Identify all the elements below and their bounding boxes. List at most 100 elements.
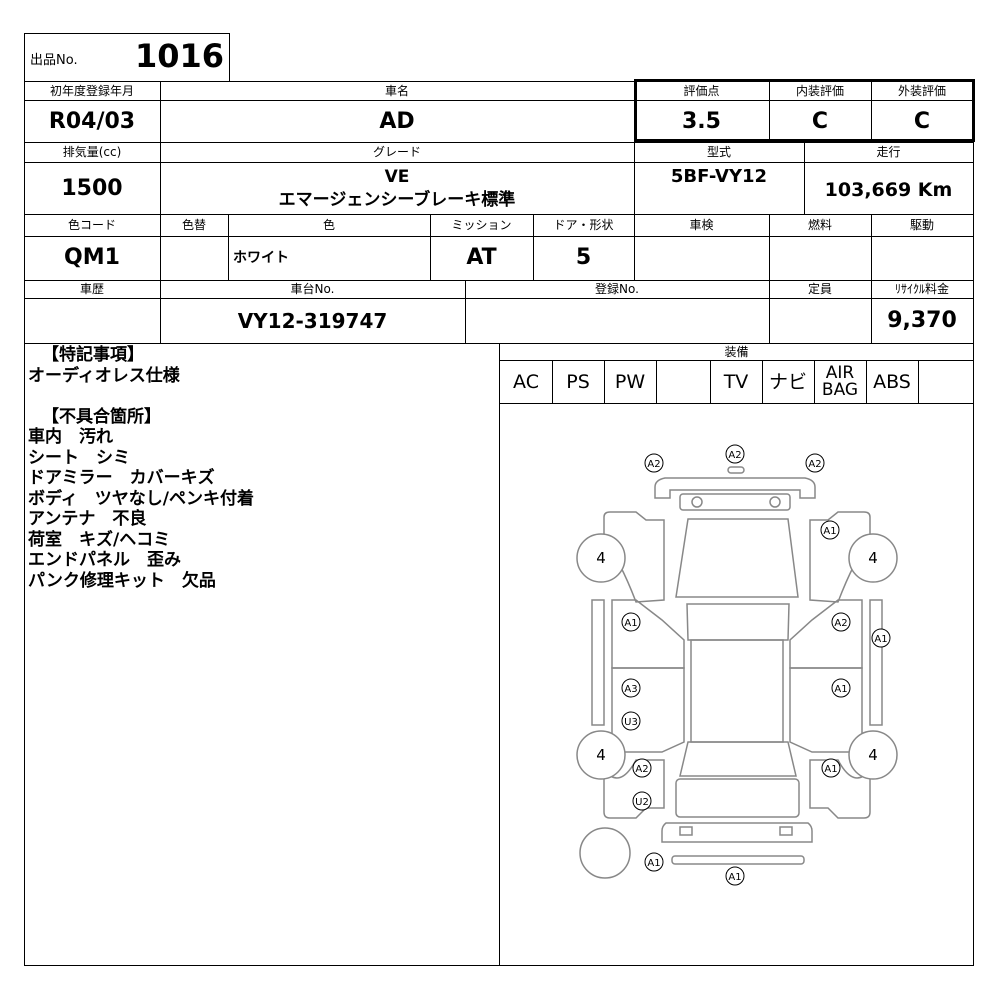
frame-line (430, 214, 431, 280)
defect-note-item: 車内 汚れ (28, 427, 113, 447)
inspection-label: 車検 (689, 218, 714, 232)
damage-mark: A1 (728, 872, 741, 883)
tire-tread-text: 4 (596, 549, 606, 567)
frame-line (552, 360, 553, 403)
damage-mark: A2 (834, 618, 847, 629)
door-label: ドア・形状 (553, 218, 614, 232)
frame-line (656, 360, 657, 403)
color-code-value: QM1 (64, 245, 120, 270)
mission-label: ミッション (451, 218, 512, 232)
lot-label: 出品No. (30, 53, 78, 68)
defect-note-item: ボディ ツヤなし/ペンキ付着 (28, 488, 255, 509)
equipment-label: 装備 (724, 345, 749, 359)
frame-line (24, 33, 229, 34)
color-code-label: 色コード (67, 218, 116, 232)
frame-line (24, 236, 974, 237)
capacity-label: 定員 (807, 282, 832, 296)
defect-note-item: 荷室 キズ/ヘコミ (28, 529, 171, 550)
frame-line (24, 162, 974, 163)
history-label: 車歴 (79, 282, 104, 296)
defect-note-item: エンドパネル 歪み (28, 550, 181, 570)
frame-line (866, 360, 867, 403)
damage-mark: A1 (824, 764, 837, 775)
special-notes-header: 【特記事項】 (42, 345, 144, 365)
frame-line (804, 142, 805, 214)
exterior-score-label: 外装評価 (897, 84, 946, 98)
tire-rear-right (848, 730, 898, 780)
frame-line (24, 298, 974, 299)
score-label: 評価点 (683, 84, 720, 98)
grade-line1: VE (384, 167, 410, 187)
defect-note-item: ドアミラー カバーキズ (28, 468, 215, 488)
frame-line (24, 100, 974, 101)
reg-year-value: R04/03 (48, 109, 136, 134)
car-name-value: AD (379, 109, 415, 134)
damage-mark: A1 (647, 858, 660, 869)
grade-line2: エマージェンシーブレーキ標準 (278, 190, 516, 210)
frame-line (500, 403, 974, 404)
color-change-label: 色替 (181, 218, 206, 232)
frame-line (160, 280, 161, 343)
frame-line (918, 360, 919, 403)
damage-mark: A2 (647, 459, 660, 470)
frame-line (24, 142, 974, 143)
equipment-item: PS (566, 371, 590, 393)
frame-line (499, 343, 500, 965)
grade-label: グレード (372, 145, 421, 159)
frame-line (160, 142, 161, 214)
frame-line (762, 360, 763, 403)
defect-notes-header: 【不具合箇所】 (42, 407, 161, 427)
frame-line (24, 81, 974, 82)
interior-score-value: C (811, 109, 829, 134)
frame-line (160, 214, 161, 280)
frame-line (604, 360, 605, 403)
score-box-border (634, 79, 975, 142)
chassis-label: 車台No. (290, 282, 335, 296)
damage-mark: A2 (728, 450, 741, 461)
frame-line (24, 33, 25, 965)
recycle-fee-value: 9,370 (887, 308, 957, 333)
damage-mark: U2 (635, 797, 649, 808)
door-value: 5 (575, 245, 592, 270)
defect-note-item: パンク修理キット 欠品 (28, 570, 216, 591)
damage-mark: A3 (624, 684, 637, 695)
frame-line (814, 360, 815, 403)
equipment-item: ナビ (768, 371, 807, 393)
tire-front-right (848, 533, 898, 583)
tire-rear-left (576, 730, 626, 780)
equipment-item: AIR BAG (821, 363, 859, 400)
tire-tread-text: 4 (868, 746, 878, 764)
damage-mark: A1 (624, 618, 637, 629)
tire-tread-text: 4 (868, 549, 878, 567)
damage-mark: U3 (624, 717, 638, 728)
frame-line (871, 280, 872, 343)
tire-front-left (576, 533, 626, 583)
tire-tread-text: 4 (596, 746, 606, 764)
model-value: 5BF-VY12 (670, 166, 768, 187)
color-label: 色 (322, 218, 335, 232)
registration-label: 登録No. (595, 282, 639, 296)
frame-line (160, 81, 161, 142)
displacement-label: 排気量(cc) (62, 145, 122, 159)
mission-value: AT (466, 245, 497, 270)
frame-line (634, 142, 635, 214)
frame-line (769, 214, 770, 280)
frame-line (710, 360, 711, 403)
defect-note-item: アンテナ 不良 (28, 509, 147, 529)
frame-line (973, 81, 974, 965)
frame-line (533, 214, 534, 280)
mileage-value: 103,669 Km (824, 179, 953, 201)
displacement-value: 1500 (61, 176, 123, 201)
chassis-value: VY12-319747 (237, 309, 388, 333)
lot-number: 1016 (134, 37, 224, 75)
frame-line (769, 280, 770, 343)
damage-mark: A1 (874, 634, 887, 645)
equipment-item: AC (513, 371, 539, 393)
damage-mark: A1 (823, 526, 836, 537)
frame-line (465, 280, 466, 343)
model-label: 型式 (706, 145, 731, 159)
frame-line (634, 214, 635, 280)
defect-note-item: シート シミ (28, 447, 130, 468)
damage-mark: A1 (834, 684, 847, 695)
